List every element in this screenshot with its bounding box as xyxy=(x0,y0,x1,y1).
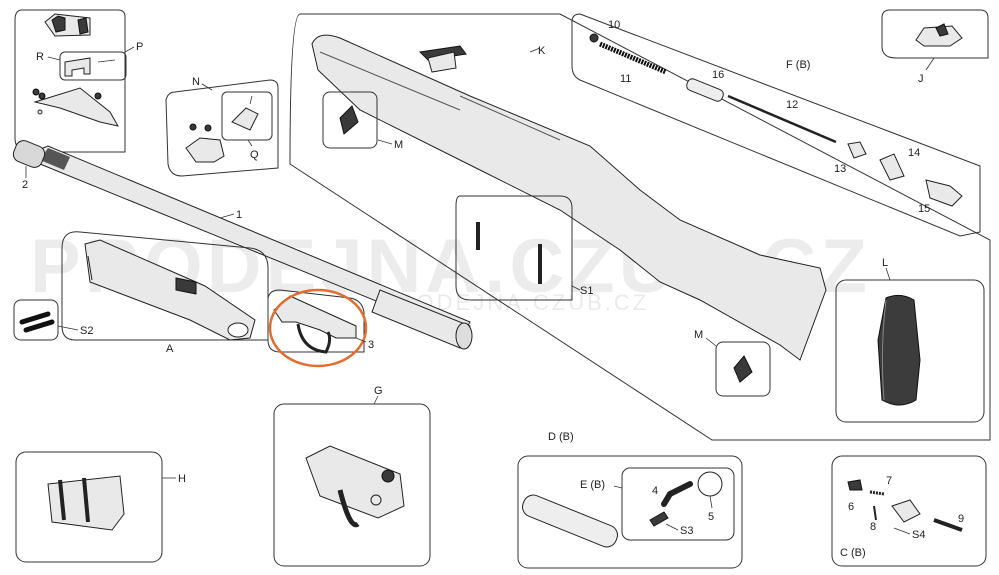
label-r: R xyxy=(36,51,44,63)
screws-s2: S2 xyxy=(13,299,93,341)
label-13: 13 xyxy=(834,163,846,175)
barrel-part: 2 1 xyxy=(12,140,473,350)
group-j: J xyxy=(881,9,989,85)
label-9: 9 xyxy=(958,513,964,525)
label-f: F (B) xyxy=(786,59,810,71)
group-m-bottom: M xyxy=(694,329,771,397)
label-q: Q xyxy=(250,149,259,161)
trigger-guard-part-3: 3 xyxy=(267,288,374,368)
label-g: G xyxy=(374,385,383,397)
label-7: 7 xyxy=(886,475,892,487)
label-10: 10 xyxy=(608,19,620,31)
label-c: C (B) xyxy=(840,547,866,559)
label-14: 14 xyxy=(908,147,920,159)
group-n-front-sight: N Q xyxy=(165,76,279,177)
group-c: 6 7 8 9 S4 C (B) xyxy=(831,455,987,567)
label-s4: S4 xyxy=(912,529,925,541)
label-8: 8 xyxy=(870,521,876,533)
label-d: D (B) xyxy=(548,431,574,443)
label-j: J xyxy=(918,73,924,85)
label-n: N xyxy=(192,76,200,88)
label-16: 16 xyxy=(712,69,724,81)
receiver-part-a: A xyxy=(61,231,269,355)
label-15: 15 xyxy=(918,203,930,215)
label-e: E (B) xyxy=(580,479,605,491)
label-h: H xyxy=(178,473,186,485)
stock-part-k: K M xyxy=(289,13,991,441)
label-m-top: M xyxy=(394,139,403,151)
label-2: 2 xyxy=(22,179,28,191)
trigger-group-g: G xyxy=(273,385,431,567)
recoil-pad-l: L xyxy=(835,257,985,423)
group-d-e: D (B) E (B) 4 5 S3 xyxy=(517,431,743,569)
label-s3: S3 xyxy=(680,525,693,537)
label-3: 3 xyxy=(368,339,374,351)
label-s1: S1 xyxy=(580,285,593,297)
bolt-group-f: 10 11 16 12 F (B) 13 14 15 xyxy=(571,13,981,237)
highlight-circle xyxy=(268,288,368,368)
label-4: 4 xyxy=(652,485,658,497)
label-6: 6 xyxy=(848,501,854,513)
label-a: A xyxy=(166,343,174,355)
label-l: L xyxy=(882,257,888,269)
label-s2: S2 xyxy=(80,325,93,337)
label-m-bottom: M xyxy=(694,329,703,341)
label-5: 5 xyxy=(708,511,714,523)
label-12: 12 xyxy=(786,99,798,111)
magazine-h: H xyxy=(15,451,186,563)
screws-s1: S1 xyxy=(455,195,593,301)
label-p: P xyxy=(136,41,143,53)
label-11: 11 xyxy=(620,73,631,85)
label-k: K xyxy=(538,45,546,57)
label-1: 1 xyxy=(236,209,242,221)
group-p-rear-sight: R P xyxy=(14,9,143,153)
